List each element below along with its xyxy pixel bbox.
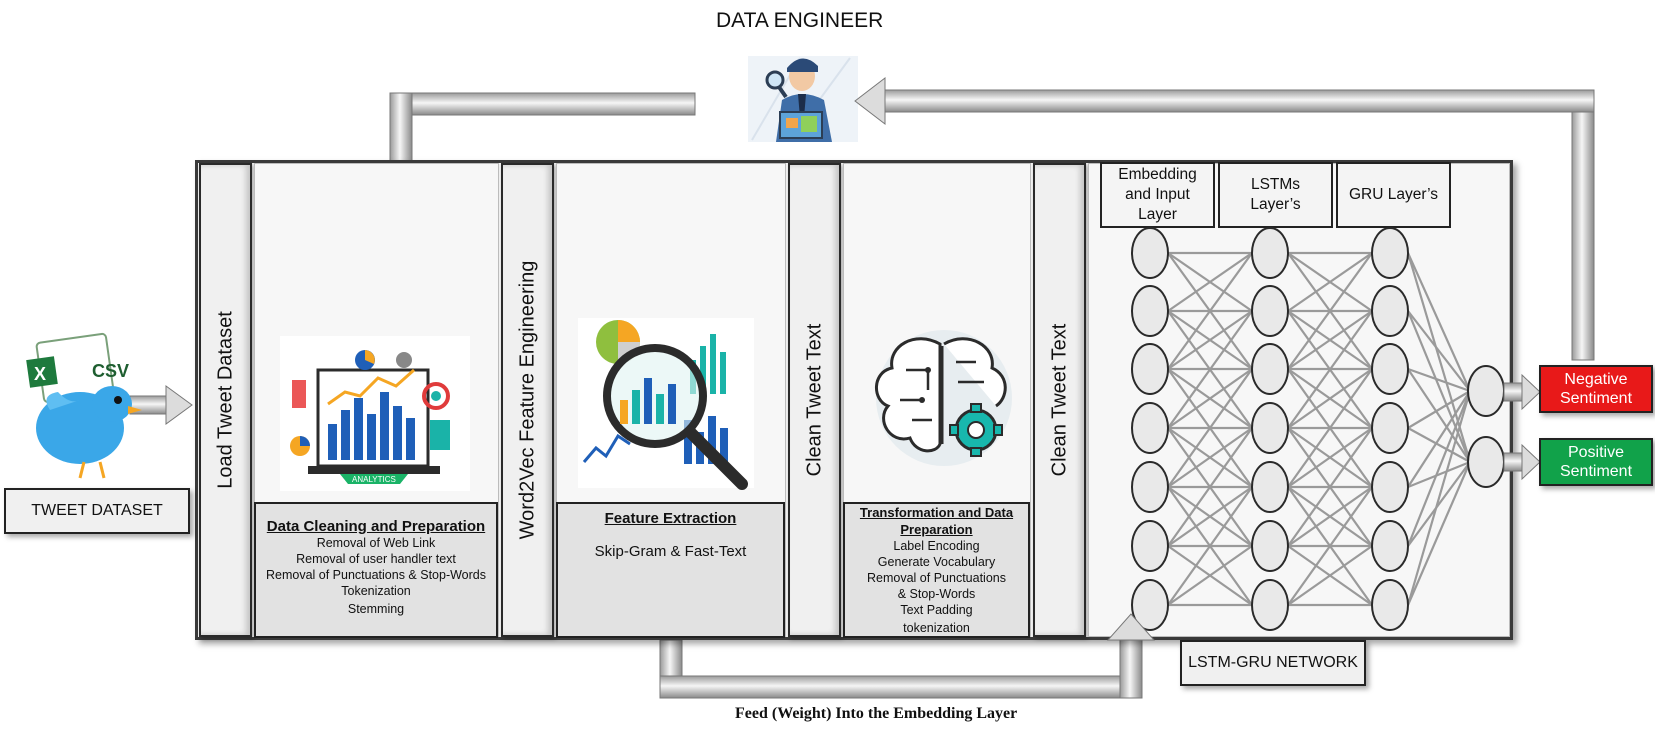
transform-line-3: Removal of Punctuations: [867, 571, 1006, 585]
tweet-dataset-box: TWEET DATASET: [4, 488, 190, 534]
feature-textbox: Feature Extraction Skip-Gram & Fast-Text: [556, 502, 785, 638]
transform-line-6: tokenization: [903, 621, 970, 635]
embedding-header-l2: and Input: [1125, 186, 1190, 203]
embedding-header-l3: Layer: [1138, 206, 1177, 223]
clean-tweet-strip-1: Clean Tweet Text: [788, 163, 841, 637]
negative-l1: Negative: [1564, 371, 1628, 388]
page-title: DATA ENGINEER: [716, 9, 884, 32]
cleaning-textbox: Data Cleaning and Preparation Removal of…: [254, 502, 498, 638]
transform-line-5: Text Padding: [900, 603, 973, 617]
feed-arrow-bottom: [659, 635, 1143, 699]
transform-line-2: Generate Vocabulary: [877, 555, 996, 569]
word2vec-label: Word2Vec Feature Engineering: [516, 260, 538, 540]
clean-tweet-label-2: Clean Tweet Text: [1048, 323, 1070, 477]
load-tweet-label: Load Tweet Dataset: [214, 311, 236, 489]
positive-l1: Positive: [1567, 444, 1625, 461]
transform-title-1: Transformation and Data: [859, 505, 1014, 520]
tweet-dataset-label: TWEET DATASET: [31, 502, 163, 519]
cleaning-line-1: Removal of Web Link: [316, 536, 436, 550]
cleaning-line-4: Tokenization: [341, 584, 411, 598]
negative-sentiment-box: Negative Sentiment: [1539, 365, 1653, 413]
positive-sentiment-box: Positive Sentiment: [1539, 438, 1653, 486]
svg-text:X: X: [34, 364, 46, 384]
transform-textbox: Transformation and Data Preparation Labe…: [843, 502, 1030, 638]
cleaning-title: Data Cleaning and Preparation: [266, 518, 486, 535]
negative-l2: Sentiment: [1559, 390, 1633, 407]
embedding-layer-header: Embedding and Input Layer: [1100, 162, 1215, 228]
feature-line: Skip-Gram & Fast-Text: [594, 543, 747, 560]
transform-line-1: Label Encoding: [893, 539, 980, 553]
gru-layer-header: GRU Layer’s: [1336, 162, 1451, 228]
positive-l2: Sentiment: [1559, 463, 1633, 480]
embedding-header-l1: Embedding: [1118, 166, 1197, 183]
csv-label: CSV: [92, 361, 129, 381]
lstm-layer-header: LSTMs Layer’s: [1218, 162, 1333, 228]
feed-caption: Feed (Weight) Into the Embedding Layer: [735, 705, 1018, 722]
lstm-gru-network-label: LSTM-GRU NETWORK: [1188, 654, 1358, 671]
load-tweet-strip: Load Tweet Dataset: [199, 163, 252, 637]
network-panel: [1088, 163, 1510, 637]
gru-header: GRU Layer’s: [1348, 186, 1438, 203]
twitter-bird-icon: [36, 386, 142, 479]
flow-arrow-dataset: [129, 385, 193, 425]
transform-title-2: Preparation: [900, 522, 973, 537]
lstm-header-l1: LSTMs: [1250, 176, 1301, 193]
clean-tweet-strip-2: Clean Tweet Text: [1033, 163, 1086, 637]
word2vec-strip: Word2Vec Feature Engineering: [501, 163, 554, 637]
engineer-icon: [748, 56, 858, 142]
transform-line-4: & Stop-Words: [897, 587, 976, 601]
cleaning-line-3: Removal of Punctuations & Stop-Words: [265, 568, 486, 582]
lstm-gru-network-box: LSTM-GRU NETWORK: [1180, 640, 1366, 686]
cleaning-line-5: Stemming: [347, 602, 405, 616]
clean-tweet-label-1: Clean Tweet Text: [803, 323, 825, 477]
lstm-header-l2: Layer’s: [1250, 196, 1301, 213]
csv-file-icon: X CSV: [26, 332, 129, 404]
feature-title: Feature Extraction: [604, 510, 737, 527]
cleaning-line-2: Removal of user handler text: [296, 552, 456, 566]
